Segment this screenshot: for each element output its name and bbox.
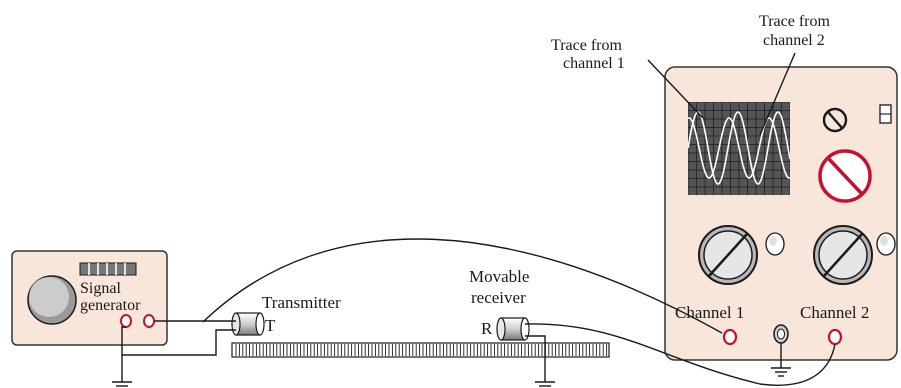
channel-1-terminal-icon[interactable] — [722, 328, 738, 346]
red-knob-icon[interactable] — [818, 149, 872, 203]
channel-1-indicator-icon — [765, 232, 785, 256]
channel-1-label: Channel 1 — [675, 303, 744, 322]
track-rail — [231, 342, 610, 358]
cable-to-channel-1 — [202, 238, 723, 334]
trace-ch1-label-line2: channel 1 — [563, 55, 625, 72]
trace-channel-2 — [688, 117, 790, 179]
movable-receiver[interactable]: Movable receiver R — [469, 267, 530, 341]
channel-2-terminal-icon[interactable] — [827, 328, 843, 346]
cable-to-channel-2 — [524, 323, 836, 386]
channel-2-indicator-icon — [876, 232, 896, 256]
signal-generator: Signal generator — [11, 250, 168, 346]
trace-ch2-label-line1: Trace from — [759, 13, 831, 30]
transmitter-label: Transmitter — [262, 293, 341, 312]
generator-terminal-right-icon[interactable] — [143, 314, 155, 328]
ground-symbol-icon — [525, 335, 555, 387]
leader-channel-2 — [759, 52, 796, 136]
signal-label: Signal — [80, 280, 121, 297]
oscilloscope: Channel 1 Channel 2 — [664, 66, 898, 377]
receiver-label-line1: Movable — [469, 267, 529, 286]
slashed-circle-knob-icon[interactable] — [822, 107, 848, 133]
generator-display-icon — [79, 262, 137, 276]
channel-2-label: Channel 2 — [800, 303, 869, 322]
leader-channel-1 — [647, 59, 704, 119]
channel-2-knob-icon[interactable] — [813, 225, 873, 285]
transmitter-letter: T — [265, 316, 276, 335]
ground-symbol-icon — [112, 326, 132, 387]
toggle-switch-icon[interactable] — [879, 104, 892, 124]
transmitter: Transmitter T — [231, 293, 341, 336]
receiver-letter: R — [481, 319, 493, 338]
generator-dial-icon[interactable] — [27, 275, 77, 325]
trace-ch1-label-line1: Trace from — [551, 37, 623, 54]
trace-ch2-label-line2: channel 2 — [763, 32, 825, 49]
generator-terminal-left-icon[interactable] — [120, 314, 132, 328]
ground-symbol-icon — [771, 343, 791, 377]
trace-labels: Trace from channel 1 Trace from channel … — [551, 13, 831, 136]
generator-label: generator — [80, 297, 141, 314]
channel-1-knob-icon[interactable] — [698, 225, 758, 285]
wires — [122, 238, 836, 386]
ground-terminal-icon[interactable] — [773, 324, 789, 344]
receiver-label-line2: receiver — [471, 288, 526, 307]
